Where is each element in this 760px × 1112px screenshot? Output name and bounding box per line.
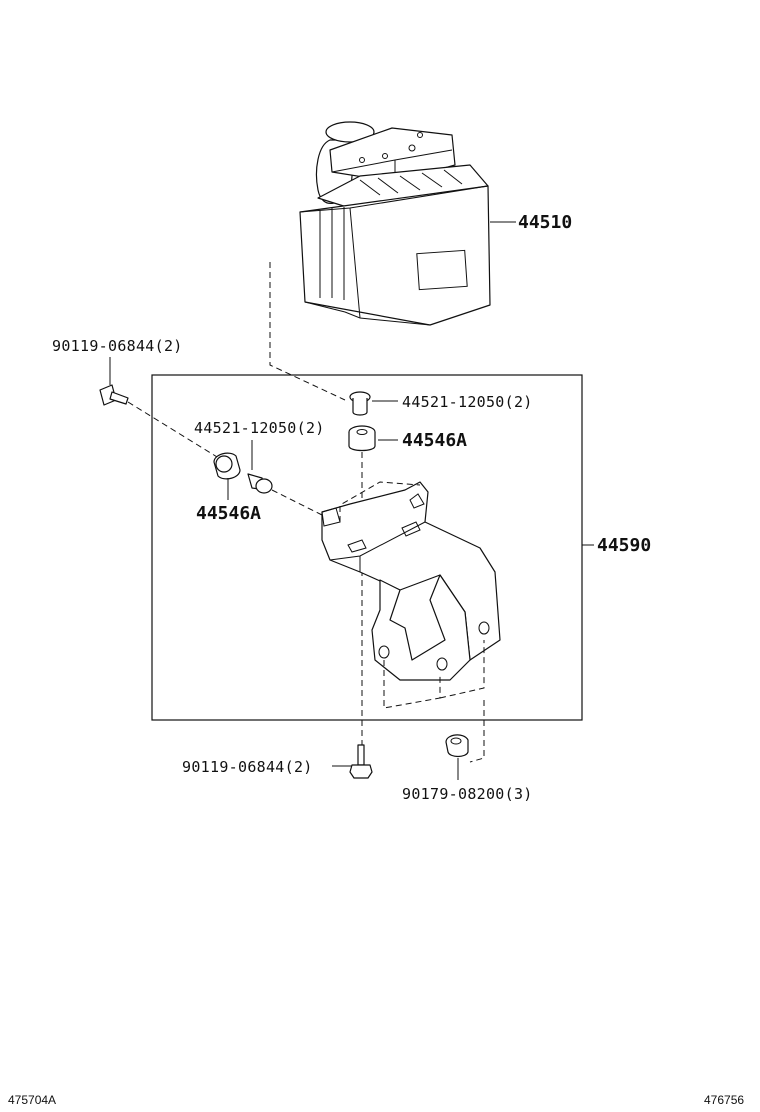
bracket-assembly-frame (151, 374, 583, 721)
bracket-drawing (321, 481, 501, 709)
cushion-left-drawing (213, 452, 241, 480)
abs-actuator-drawing (299, 121, 491, 326)
bolt-upper-left-drawing (99, 384, 129, 406)
bolt-lower-drawing (349, 744, 373, 779)
footer-right-code: 476756 (704, 1093, 744, 1107)
label-cushion-left: 44546A (196, 503, 261, 524)
collar-left-drawing (247, 473, 273, 494)
label-44510: 44510 (518, 212, 572, 233)
cushion-right-drawing (348, 425, 376, 452)
collar-right-drawing (349, 391, 371, 416)
nut-drawing (445, 734, 469, 758)
label-cushion-right: 44546A (402, 430, 467, 451)
label-collar-right: 44521-12050(2) (402, 393, 533, 411)
label-collar-left: 44521-12050(2) (194, 419, 325, 437)
label-bolt-lower: 90119-06844(2) (182, 758, 313, 776)
footer-left-code: 475704A (8, 1093, 56, 1107)
label-bolt-upper-left: 90119-06844(2) (52, 337, 183, 355)
label-nut: 90179-08200(3) (402, 785, 533, 803)
label-44590: 44590 (597, 535, 651, 556)
